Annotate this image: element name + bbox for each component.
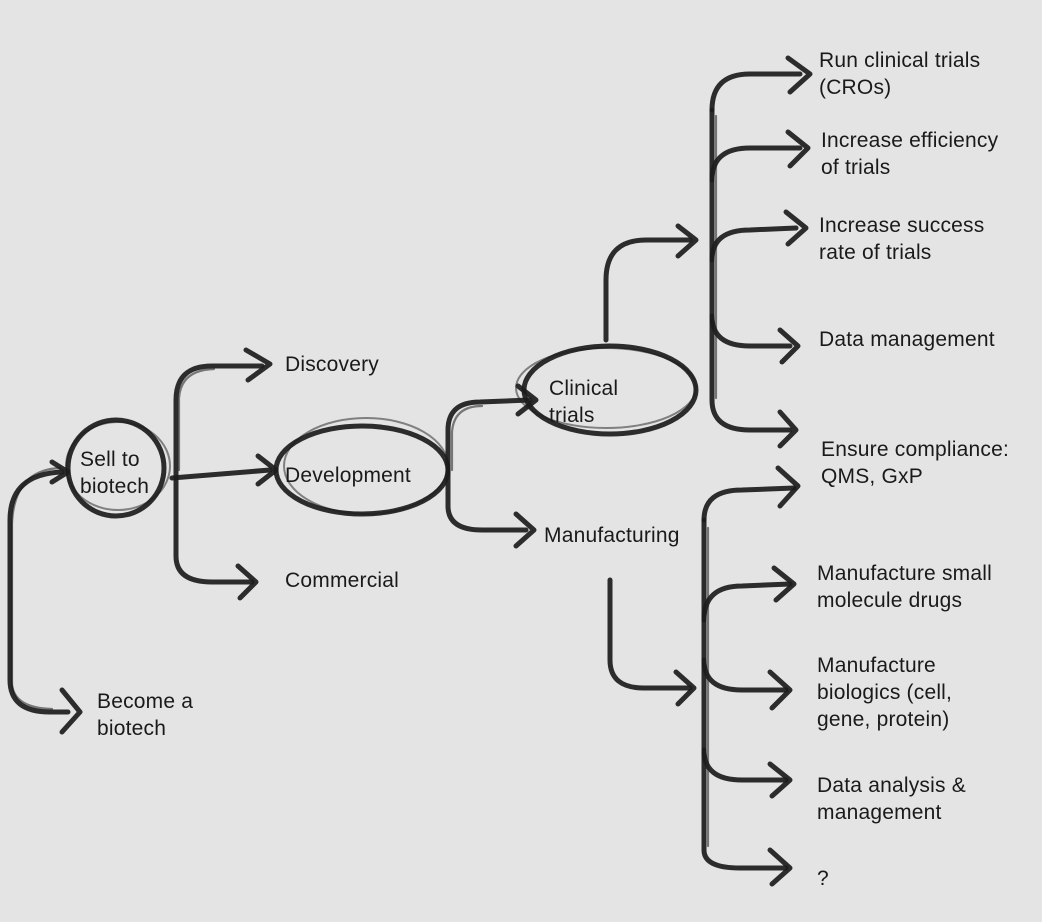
node-sell-to-biotech: Sell to biotech: [80, 448, 150, 498]
arrowhead-compliance: [775, 465, 801, 509]
arrowhead-commercial: [235, 563, 259, 601]
sell-trunk-echo: [177, 367, 216, 472]
sell-trunk: [173, 363, 265, 481]
arrowhead-manufacturing: [513, 511, 537, 549]
arrowhead-unknown: [767, 847, 793, 887]
arrowhead-discovery: [243, 347, 273, 383]
arrowhead-clinical: [515, 383, 539, 417]
node-data-management: Data management: [819, 328, 995, 351]
arrowhead-become: [59, 687, 83, 735]
node-become-biotech: Become a biotech: [97, 690, 194, 740]
to-data-management: [709, 313, 793, 349]
node-ensure-compliance: Ensure compliance: QMS, GxP: [821, 438, 1010, 488]
node-unknown: ?: [817, 867, 829, 890]
sell-trunk-down: [173, 475, 255, 585]
arrowhead-development: [255, 453, 279, 487]
to-data-analysis: [701, 747, 789, 783]
clinical-branch: [603, 55, 813, 449]
to-small-molecule: [701, 581, 793, 623]
node-clinical-trials: Clinical trials: [549, 377, 619, 427]
clinical-hub-trunk: [709, 107, 793, 433]
clinical-trials-circle-echo: [515, 347, 697, 429]
manufacturing-hub-trunk: [701, 517, 789, 871]
sell-to-development: [169, 467, 273, 481]
clinical-connector: [603, 237, 693, 343]
node-increase-success-rate: Increase success rate of trials: [819, 214, 985, 264]
to-biologics: [701, 657, 789, 693]
arrowhead-success: [783, 209, 809, 247]
arrowhead-data-management: [777, 327, 801, 365]
arrowhead-small-molecule: [771, 565, 797, 603]
sell-branch: [169, 347, 279, 601]
node-development: Development: [285, 464, 411, 487]
node-data-analysis: Data analysis & management: [817, 774, 966, 824]
sell-to-biotech-circle: [65, 417, 167, 519]
development-trunk-up: [445, 397, 533, 475]
root-branch: [7, 459, 83, 735]
development-trunk-echo: [450, 404, 484, 472]
node-manufacture-small-molecule: Manufacture small molecule drugs: [817, 562, 992, 612]
root-trunk: [7, 469, 71, 715]
to-run-trials: [709, 71, 803, 113]
arrowhead-manufacturing-hub: [673, 669, 697, 707]
to-success-rate: [709, 225, 799, 263]
node-circles: [65, 343, 699, 519]
arrowhead-sell: [49, 459, 71, 485]
sell-to-biotech-circle-echo: [65, 421, 171, 511]
arrowhead-efficiency: [785, 129, 811, 169]
node-increase-efficiency: Increase efficiency of trials: [821, 129, 999, 179]
node-commercial: Commercial: [285, 569, 400, 592]
manufacturing-branch: [607, 465, 801, 887]
arrowhead-data-analysis: [767, 761, 793, 799]
node-manufacturing: Manufacturing: [544, 524, 680, 547]
arrowhead-compliance-top: [777, 409, 799, 449]
development-trunk-down: [445, 469, 529, 533]
to-efficiency: [709, 145, 803, 183]
arrowhead-biologics: [767, 669, 793, 711]
root-trunk-echo: [10, 466, 62, 711]
development-branch: [445, 383, 539, 549]
to-compliance: [701, 485, 797, 523]
manufacturing-connector: [607, 577, 693, 691]
node-run-clinical-trials: Run clinical trials (CROs): [819, 49, 981, 99]
node-manufacture-biologics: Manufacture biologics (cell, gene, prote…: [817, 654, 953, 731]
arrowhead-clinical-hub: [675, 223, 699, 259]
arrowhead-run-trials: [785, 55, 813, 95]
node-discovery: Discovery: [285, 353, 379, 376]
